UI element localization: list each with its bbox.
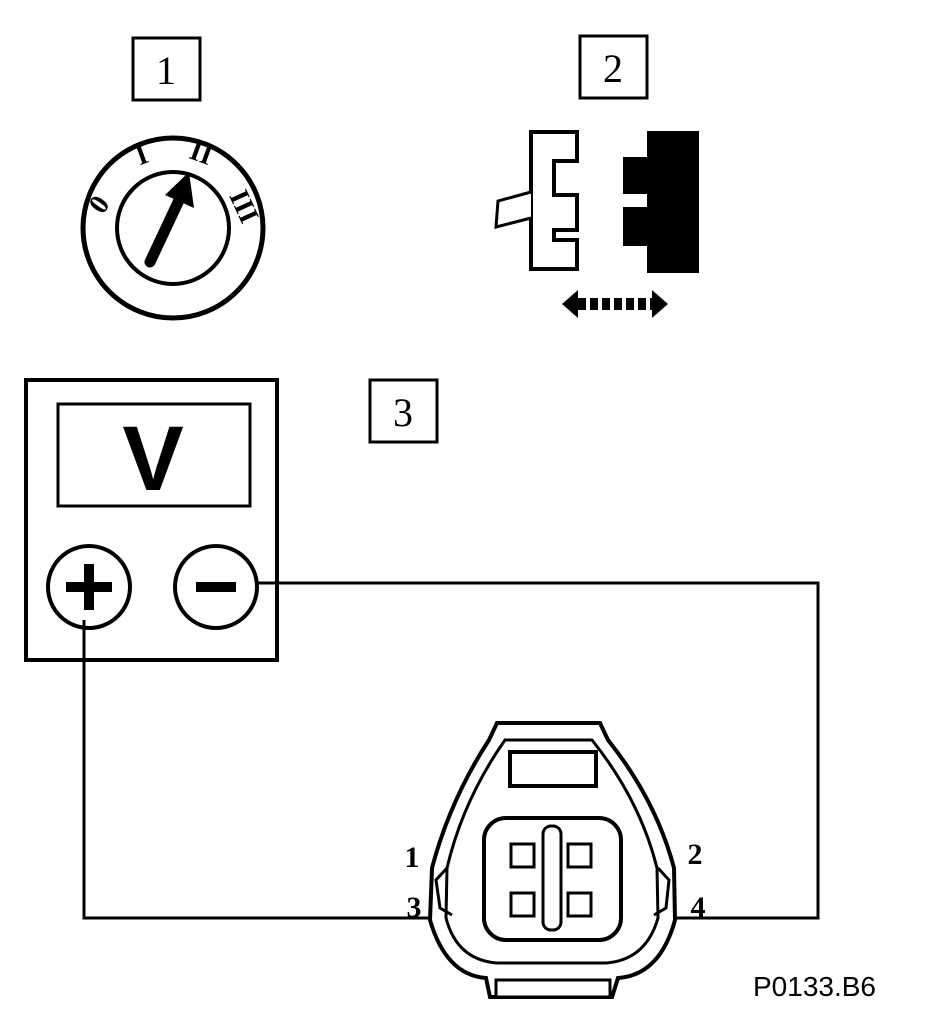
step-2-label: 2 [578,34,649,100]
step-1-label: 1 [131,36,202,102]
connector-unplug-icon [494,130,699,318]
ignition-key-arrow-icon [144,172,194,268]
step-3-number: 3 [393,390,413,435]
pin-label-1: 1 [405,841,420,874]
pin-label-4: 4 [691,891,706,924]
test-leads [82,581,820,920]
connector-pin-4 [566,891,593,918]
pin-label-3: 3 [407,891,422,924]
step-3-label: 3 [368,378,439,444]
negative-lead-wire [256,581,820,920]
positive-terminal [46,544,132,630]
step-1-number: 1 [156,48,176,93]
negative-terminal [173,544,259,630]
pin-label-2: 2 [688,838,703,871]
connector-pin-3 [509,891,536,918]
ignition-switch-icon: 0 I II III [80,135,266,321]
separate-double-arrow-icon [562,290,668,318]
connector-pin-2 [566,842,593,869]
sensor-connector [427,721,678,999]
reference-code: P0133.B6 [753,971,876,1002]
voltmeter: V [24,378,279,662]
step-2-number: 2 [603,46,623,91]
connector-pin-1 [509,842,536,869]
positive-lead-wire [82,620,470,920]
voltmeter-display-symbol: V [122,408,183,510]
